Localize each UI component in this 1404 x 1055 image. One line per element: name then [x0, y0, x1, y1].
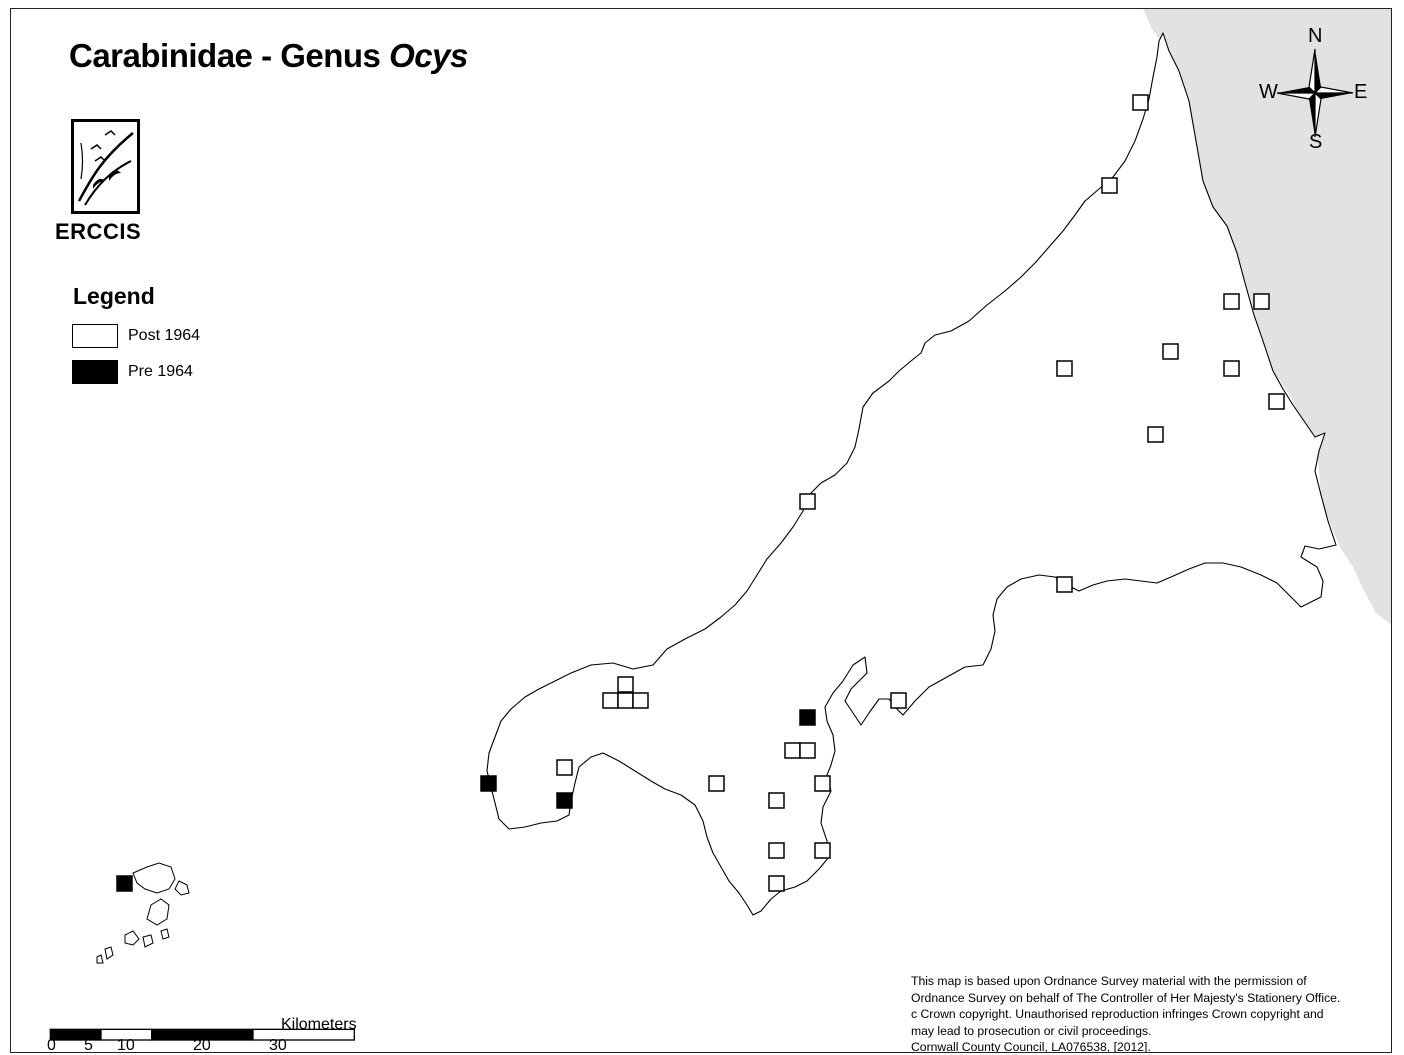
cornwall-outline	[486, 32, 1337, 916]
compass-north-label: N	[1308, 25, 1323, 47]
legend-label: Post 1964	[128, 327, 201, 344]
record-post-1964	[814, 775, 831, 792]
copyright-line: Ordnance Survey on behalf of The Control…	[911, 990, 1341, 1005]
record-pre-1964	[116, 875, 133, 892]
map-canvas	[96, 9, 1391, 964]
record-post-1964	[617, 676, 634, 693]
record-post-1964	[1223, 360, 1240, 377]
record-post-1964	[1056, 360, 1073, 377]
record-post-1964	[890, 692, 907, 709]
erccis-logo-mark	[71, 119, 140, 214]
compass-west-label: W	[1259, 81, 1278, 103]
map-title-text: Carabinidae - Genus	[69, 37, 390, 74]
scale-tick-label: 5	[84, 1037, 93, 1053]
erccis-logo: ERCCIS	[55, 119, 155, 251]
record-post-1964	[632, 692, 649, 709]
map-title: Carabinidae - Genus Ocys	[69, 37, 468, 75]
record-pre-1964	[556, 792, 573, 809]
record-post-1964	[768, 792, 785, 809]
record-post-1964	[1253, 293, 1270, 310]
record-post-1964	[1162, 343, 1179, 360]
legend-swatch-open-square	[72, 324, 118, 348]
compass-rose-icon	[1276, 48, 1354, 138]
map-title-genus: Ocys	[389, 37, 468, 74]
legend-label: Pre 1964	[128, 363, 193, 380]
compass-rose: N S E W	[1255, 25, 1375, 157]
record-post-1964	[768, 842, 785, 859]
record-post-1964	[814, 842, 831, 859]
record-post-1964	[1147, 426, 1164, 443]
scale-tick-label: 10	[117, 1037, 135, 1053]
map-frame: Carabinidae - Genus Ocys ERCCIS Legend P…	[10, 8, 1392, 1053]
record-post-1964	[1056, 576, 1073, 593]
record-post-1964	[708, 775, 725, 792]
legend-item-pre-1964: Pre 1964	[72, 359, 193, 385]
scale-bar-unit: Kilometers	[281, 1016, 357, 1033]
scale-tick-label: 20	[193, 1037, 211, 1053]
record-post-1964	[1223, 293, 1240, 310]
record-post-1964	[1268, 393, 1285, 410]
legend-title: Legend	[73, 283, 155, 309]
record-post-1964	[1101, 177, 1118, 194]
copyright-line: may lead to prosecution or civil proceed…	[911, 1023, 1152, 1038]
post-1964-records	[556, 94, 1285, 892]
record-post-1964	[768, 875, 785, 892]
isles-of-scilly	[96, 862, 190, 964]
copyright-notice: This map is based upon Ordnance Survey m…	[911, 973, 1391, 1053]
record-post-1964	[602, 692, 619, 709]
scale-tick-label: 0	[47, 1037, 56, 1053]
neighbour-land	[1143, 9, 1391, 625]
copyright-line: This map is based upon Ordnance Survey m…	[911, 974, 1307, 988]
erccis-logo-text: ERCCIS	[55, 219, 142, 244]
compass-south-label: S	[1309, 131, 1323, 153]
copyright-line: Cornwall County Council, LA076538, [2012…	[911, 1040, 1151, 1053]
scale-tick-label: 30	[269, 1037, 287, 1053]
record-post-1964	[799, 493, 816, 510]
record-pre-1964	[799, 709, 816, 726]
legend-item-post-1964: Post 1964	[72, 323, 200, 349]
record-post-1964	[1132, 94, 1149, 111]
record-pre-1964	[480, 775, 497, 792]
record-post-1964	[799, 742, 816, 759]
record-post-1964	[556, 759, 573, 776]
copyright-line: c Crown copyright. Unauthorised reproduc…	[911, 1007, 1324, 1021]
legend-swatch-filled-square	[72, 360, 118, 384]
scale-bar	[49, 1028, 355, 1041]
pre-1964-records	[116, 709, 816, 892]
record-post-1964	[617, 692, 634, 709]
record-post-1964	[784, 742, 801, 759]
compass-east-label: E	[1354, 81, 1368, 103]
